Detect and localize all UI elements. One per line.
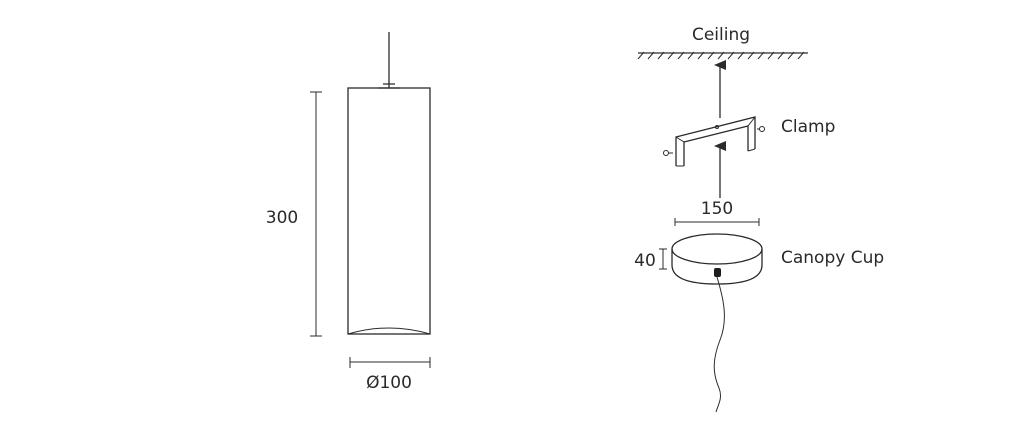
diameter-label: Ø100 (366, 373, 412, 393)
width-label: 150 (701, 199, 733, 219)
ceiling-hatch (637, 51, 805, 60)
ceiling-label: Ceiling (692, 25, 750, 45)
height-dimension: 300 (266, 91, 322, 337)
clamp-screw-right (757, 126, 765, 132)
clamp-bracket: Clamp (663, 116, 835, 167)
power-cable (713, 276, 725, 413)
width-dimension: 150 (674, 199, 760, 226)
cable-grip (714, 268, 721, 277)
pendant-lamp (347, 32, 431, 335)
canopy-cup: Canopy Cup (671, 233, 884, 285)
clamp-label: Clamp (781, 117, 835, 137)
diameter-dimension: Ø100 (349, 357, 431, 393)
canopy-height-dimension: 40 (634, 248, 667, 271)
ceiling: Ceiling (637, 25, 808, 60)
clamp-screw-left (663, 150, 673, 156)
lamp-bottom-opening (347, 327, 431, 335)
canopy-label: Canopy Cup (781, 248, 884, 268)
canopy-height-label: 40 (634, 251, 656, 271)
lamp-cylinder (347, 87, 431, 335)
height-label: 300 (266, 208, 298, 228)
